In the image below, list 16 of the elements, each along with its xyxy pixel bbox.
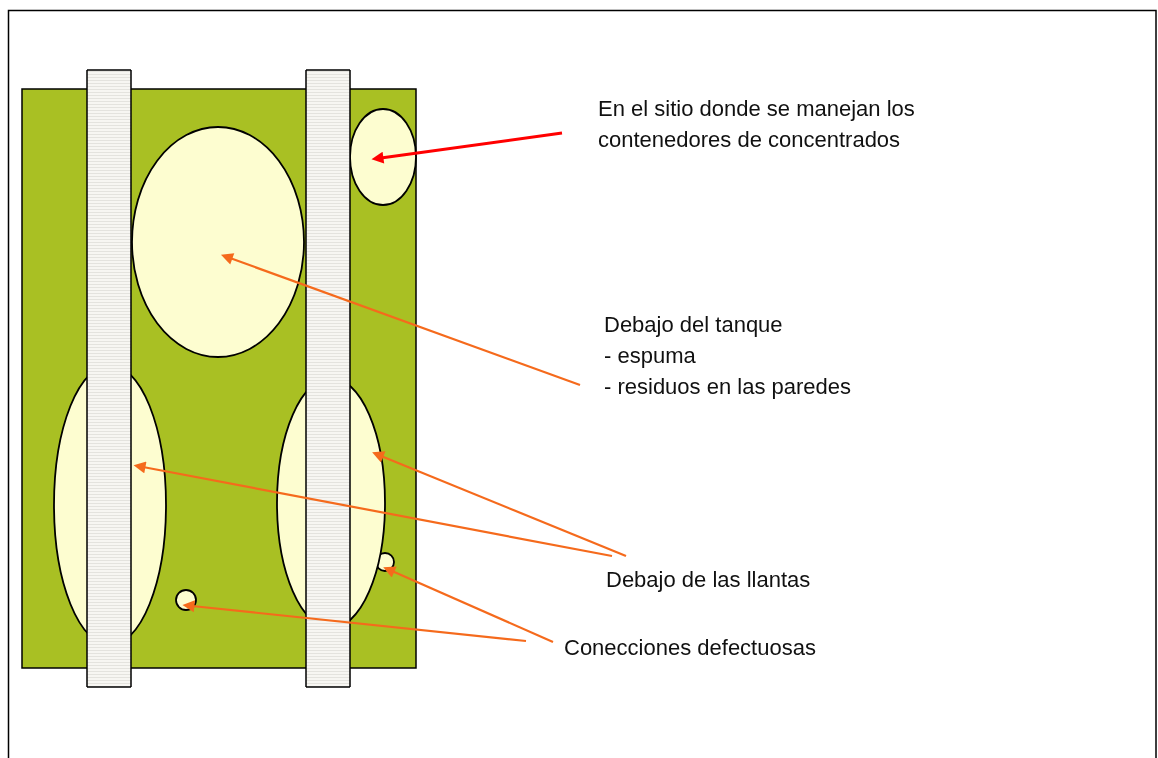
leader-arrow (133, 461, 613, 558)
leader-arrow (182, 600, 527, 643)
spill-area (53, 364, 167, 646)
leader-arrow (221, 253, 581, 387)
leader-arrow (371, 131, 563, 164)
callout-text: En el sitio donde se manejan los contenedores de concentrados (598, 93, 1018, 155)
callout-item: - espuma (604, 342, 697, 370)
leader-arrow (383, 566, 554, 643)
spill-area (349, 108, 417, 206)
spill-area (131, 126, 305, 358)
callout-text: Debajo de las llantas (606, 564, 811, 595)
leader-arrow (372, 451, 627, 557)
callout-heading: Debajo del tanque (604, 311, 784, 339)
spill-area (276, 377, 386, 629)
callout-item: - residuos en las paredes (604, 373, 852, 401)
callout-text: Conecciones defectuosas (564, 632, 816, 663)
